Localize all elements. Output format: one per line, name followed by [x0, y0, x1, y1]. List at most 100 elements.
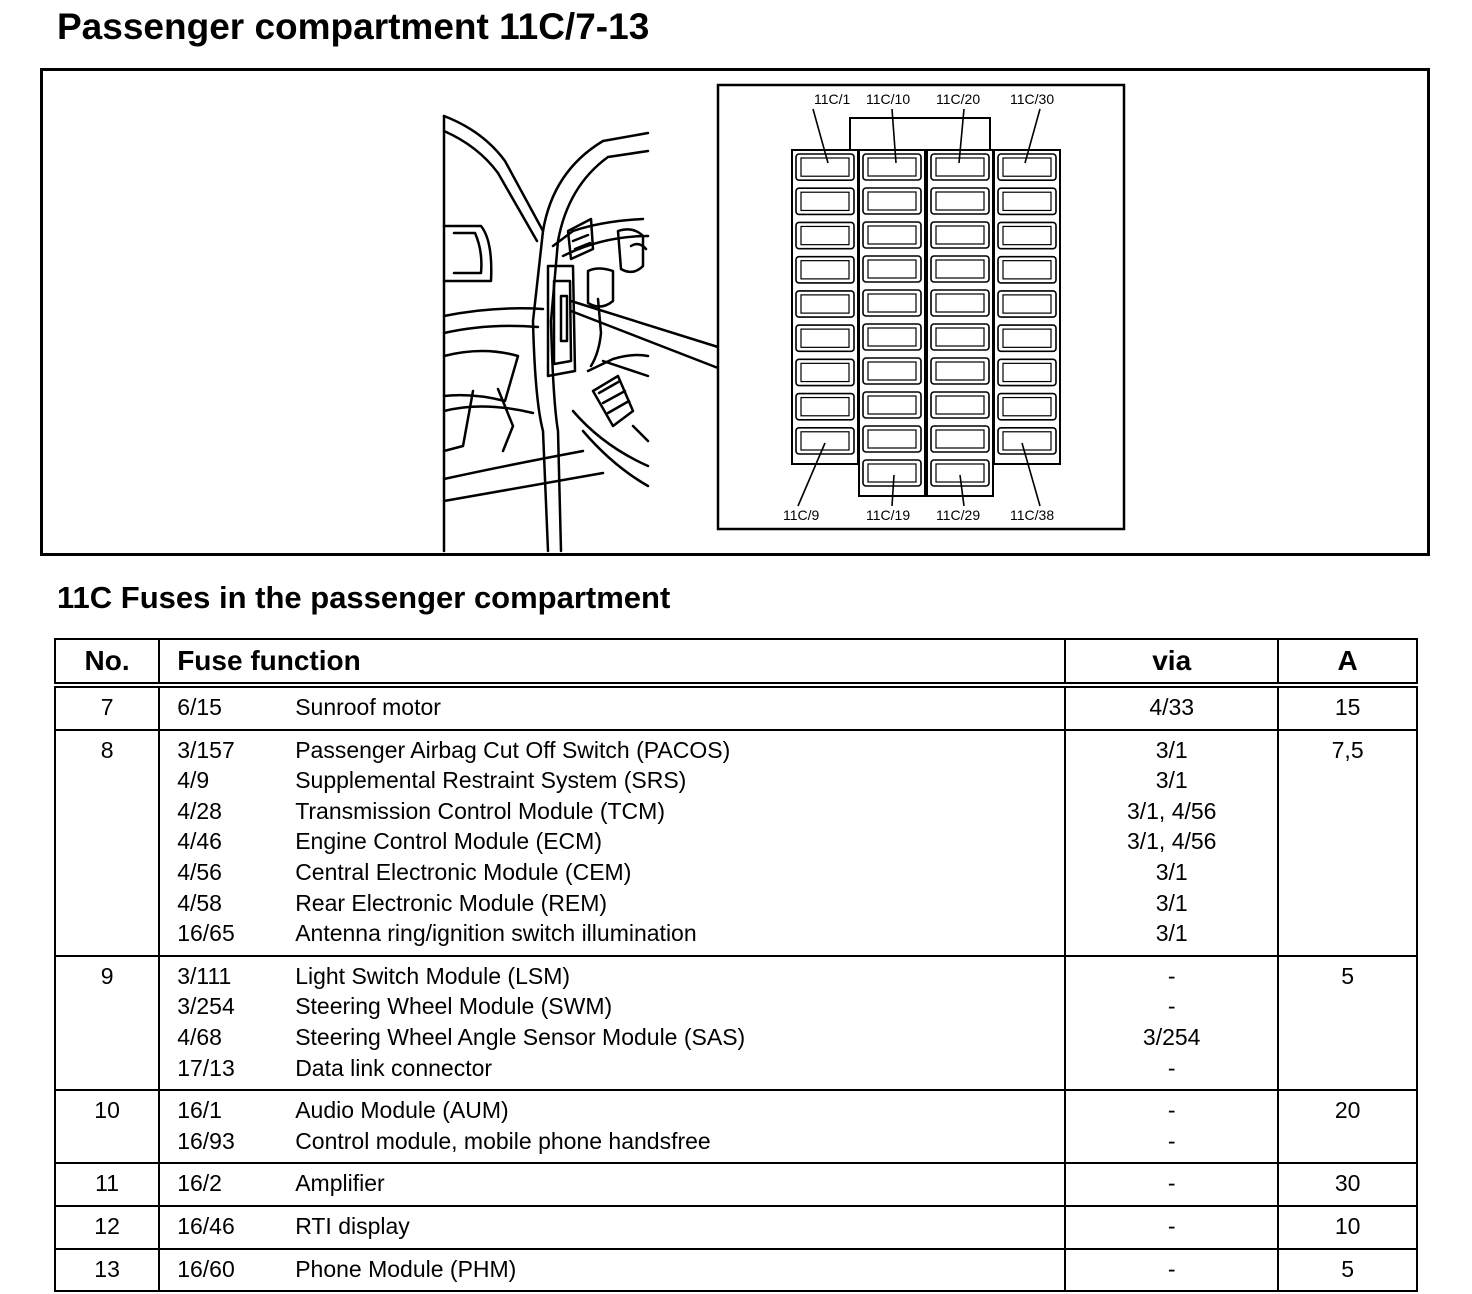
component-name: RTI display: [295, 1212, 410, 1239]
fuse-slot-inner: [867, 327, 917, 347]
amperage-value: 30: [1334, 1170, 1361, 1197]
fuse-slot: [997, 187, 1057, 216]
fuse-slot-inner: [800, 294, 850, 314]
function-line: 4/28 Transmission Control Module (TCM): [160, 796, 1064, 827]
component-name: Amplifier: [295, 1170, 385, 1197]
fuse-slot-inner: [1002, 260, 1052, 280]
fuse-slot-inner: [800, 191, 850, 212]
fuse-number-value: 11: [95, 1170, 120, 1197]
amperage-value: 20: [1334, 1097, 1361, 1124]
fuse-slot: [930, 323, 990, 351]
via-value: 3/1: [1155, 889, 1188, 916]
header-amperage: A: [1277, 638, 1418, 688]
component-code: 4/9: [177, 767, 210, 794]
fuse-slot-inner: [1002, 431, 1052, 451]
fuse-slot: [862, 187, 922, 215]
component-code: 16/46: [177, 1212, 235, 1239]
amperage-value: 10: [1334, 1212, 1361, 1239]
component-code: 16/65: [177, 920, 235, 947]
fuse-function-cell: 6/15 Sunroof motor: [158, 685, 1067, 731]
fuse-slot-inner: [867, 293, 917, 313]
fuse-number: 10: [53, 1090, 161, 1165]
amperage-value: 5: [1341, 1255, 1355, 1282]
via-value: -: [1167, 1054, 1176, 1081]
fuse-slot-inner: [867, 395, 917, 415]
callout-leader-line: [1021, 442, 1041, 507]
fuse-number-value: 7: [100, 694, 114, 720]
component-code: 16/1: [177, 1097, 222, 1124]
callout-leader-line: [958, 108, 965, 164]
fuse-number-value: 10: [94, 1097, 120, 1124]
table-header-row: No. Fuse function via A: [53, 638, 1418, 688]
fuse-slot: [795, 187, 855, 216]
callout-label: 11C/9: [783, 507, 820, 523]
callout-label: 11C/20: [936, 91, 980, 107]
fuse-slot-inner: [935, 191, 985, 211]
callout-label: 11C/38: [1010, 507, 1054, 523]
component-name: Transmission Control Module (TCM): [295, 797, 665, 824]
fuse-number: 13: [53, 1248, 161, 1293]
fuse-slot: [930, 391, 990, 419]
component-code: 3/157: [177, 736, 235, 763]
callout-label: 11C/29: [936, 507, 980, 523]
fuse-slot: [930, 357, 990, 385]
fuse-slot-inner: [1002, 294, 1052, 314]
fuse-number: 8: [53, 729, 161, 957]
fuse-slot: [930, 425, 990, 453]
fuse-diagram-svg: 11C/1 11C/10 11C/20 11C/30 11C/9 11C/19 …: [442, 83, 1126, 553]
fuse-slot-inner: [867, 429, 917, 449]
function-line: 16/2 Amplifier: [160, 1168, 1064, 1199]
fuse-slot-inner: [867, 361, 917, 381]
amperage-cell: 30: [1277, 1163, 1418, 1207]
fuse-slot: [862, 289, 922, 317]
component-code: 6/15: [177, 694, 222, 720]
fuse-number-value: 9: [100, 962, 114, 989]
fuse-slot: [997, 221, 1057, 250]
fuse-number: 7: [53, 685, 161, 731]
fuse-slot: [795, 255, 855, 284]
fuse-slot-inner: [800, 431, 850, 451]
fuse-slot-inner: [1002, 191, 1052, 212]
via-value: 3/1, 4/56: [1126, 828, 1217, 855]
fuse-slot-inner: [1002, 362, 1052, 383]
fuse-box-top-tab: [849, 117, 991, 153]
component-code: 4/68: [177, 1023, 222, 1050]
fuse-slot: [997, 290, 1057, 318]
fuse-slot: [930, 255, 990, 283]
fuse-slot: [862, 391, 922, 419]
component-name: Steering Wheel Angle Sensor Module (SAS): [295, 1023, 746, 1050]
component-code: 4/28: [177, 797, 222, 824]
component-name: Rear Electronic Module (REM): [295, 889, 608, 916]
component-name: Data link connector: [295, 1054, 493, 1081]
amperage-cell: 10: [1277, 1205, 1418, 1250]
via-value: 4/33: [1149, 694, 1195, 720]
component-code: 16/2: [177, 1170, 222, 1197]
callout-leader-line: [1024, 108, 1041, 164]
fuse-slot-inner: [800, 260, 850, 280]
via-value: 3/1: [1155, 858, 1188, 885]
fuse-number: 9: [53, 955, 161, 1092]
component-name: Sunroof motor: [295, 694, 441, 720]
fuse-slot: [795, 358, 855, 387]
header-function: Fuse function: [158, 638, 1067, 688]
fuse-slot: [930, 187, 990, 215]
fuse-slot: [930, 289, 990, 317]
fuse-number: 11: [53, 1163, 161, 1207]
fuse-slot-inner: [935, 327, 985, 347]
callout-label: 11C/10: [866, 91, 910, 107]
fuse-slot: [795, 290, 855, 318]
fuse-slot: [997, 426, 1057, 455]
